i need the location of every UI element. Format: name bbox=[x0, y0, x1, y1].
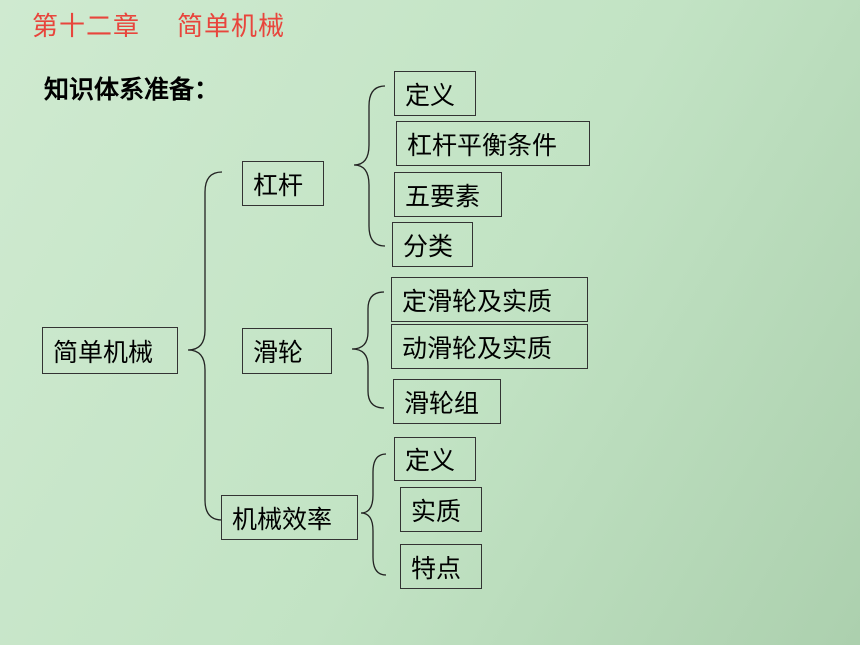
leaf-node-efficiency-essence: 实质 bbox=[400, 487, 482, 532]
leaf-node-lever-definition: 定义 bbox=[394, 71, 476, 116]
leaf-node-efficiency-features: 特点 bbox=[400, 544, 482, 589]
pulley-brace bbox=[351, 291, 385, 409]
leaf-node-movable-pulley: 动滑轮及实质 bbox=[391, 324, 588, 369]
leaf-node-lever-elements: 五要素 bbox=[394, 172, 502, 217]
branch-node-pulley: 滑轮 bbox=[242, 328, 332, 374]
branch-node-lever: 杠杆 bbox=[242, 161, 324, 206]
leaf-node-pulley-block: 滑轮组 bbox=[393, 379, 501, 424]
root-node: 简单机械 bbox=[42, 327, 178, 374]
lever-brace bbox=[353, 85, 386, 247]
section-subtitle: 知识体系准备： bbox=[44, 75, 220, 104]
leaf-node-lever-balance: 杠杆平衡条件 bbox=[396, 121, 590, 166]
efficiency-brace bbox=[360, 453, 387, 576]
page-title: 第十二章 简单机械 bbox=[32, 12, 286, 42]
root-brace bbox=[187, 171, 223, 521]
leaf-node-lever-types: 分类 bbox=[392, 222, 473, 267]
leaf-node-fixed-pulley: 定滑轮及实质 bbox=[391, 277, 588, 322]
leaf-node-efficiency-definition: 定义 bbox=[394, 437, 476, 481]
branch-node-efficiency: 机械效率 bbox=[221, 495, 358, 540]
